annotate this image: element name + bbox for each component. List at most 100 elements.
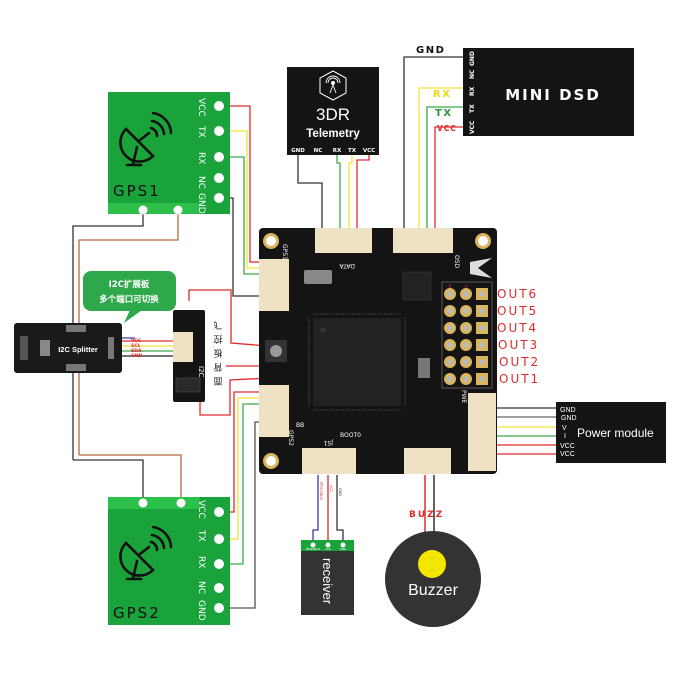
osd-wire-label-gnd: GND: [416, 45, 445, 56]
wire-gps1-rx: [220, 156, 268, 275]
telemetry-pin-vcc: VCC: [363, 148, 375, 154]
wires: [72, 56, 556, 609]
wire-gps2-rx: [220, 403, 268, 565]
buzzer-title: Buzzer: [408, 582, 458, 599]
output-pad-hole: [479, 291, 485, 297]
wire-osd-tx: [426, 106, 463, 232]
i2c-module-label: I2C: [197, 366, 205, 378]
gps1-body: [108, 92, 230, 214]
power-module: GND GND V I VCC VCC Power module: [556, 402, 666, 463]
gps2-pin-vcc: VCC: [196, 500, 206, 519]
side-char-1: 飞: [213, 319, 222, 330]
out2-label: OUT2: [499, 355, 540, 369]
wire-gps2-i2c-black: [73, 459, 144, 502]
osd-pin-rx: RX: [469, 86, 476, 96]
output-pad-hole: [463, 291, 469, 297]
receiver-pin-vcc: VCC: [325, 547, 331, 551]
i2c-module-chip: [175, 377, 201, 393]
out1-label: OUT1: [499, 372, 540, 386]
wire-osd-vcc: [434, 126, 463, 232]
i2c-splitter-label: I2C Splitter: [58, 345, 98, 354]
telemetry-module: 3DR Telemetry GND NC RX TX VCC: [287, 67, 379, 155]
receiver-pin-gnd: GND: [340, 547, 346, 551]
receiver-title: receiver: [320, 558, 335, 605]
gps1-module: GPS1 VCC TX RX NC GND: [108, 92, 230, 215]
gps1-pin-vcc: VCC: [196, 98, 206, 117]
i2c-callout-line1: I2C扩展板: [109, 279, 150, 290]
gps1-port-connector[interactable]: [259, 259, 289, 311]
gps1-pin-tx: TX: [196, 125, 206, 138]
gps2-port-connector[interactable]: [259, 385, 289, 437]
osd-wire-label-vcc: VCC: [437, 124, 457, 133]
power-pin-vcc-1: VCC: [560, 443, 575, 450]
output-pad-hole: [447, 325, 453, 331]
i2c-splitter-pin-labels: VCC SCL SDA GND: [131, 338, 142, 359]
output-pad-hole: [447, 308, 453, 314]
power-pin-v: V: [562, 425, 567, 432]
pwe-port-connector[interactable]: [468, 393, 496, 471]
power-module-pins: GND GND V I VCC VCC: [560, 407, 577, 458]
mcu-chip: [313, 318, 401, 406]
receiver-wire-label-gnd: GND: [338, 488, 342, 496]
mcu-pins: [308, 313, 406, 411]
output-pad-hole: [479, 342, 485, 348]
i2c-pin-scl: SCL: [131, 343, 141, 349]
output-pad-hole: [447, 291, 453, 297]
i2c-splitter-port-right: [108, 337, 114, 359]
output-pad-hole: [447, 376, 453, 382]
wire-receiver-gnd: [336, 475, 344, 545]
i2c-splitter-port-left-conn: [40, 340, 50, 356]
receiver-port-connector[interactable]: [302, 448, 356, 474]
receiver-body: [301, 540, 354, 615]
telemetry-title: 3DR: [316, 105, 350, 124]
power-pin-gnd-2: GND: [561, 415, 577, 422]
out3-label: OUT3: [498, 338, 539, 352]
wire-telemetry-vcc: [356, 152, 370, 232]
out5-label: OUT5: [497, 304, 538, 318]
power-pin-i: I: [564, 433, 566, 440]
silk-js1: JS1: [323, 439, 334, 446]
silk-gps2: GPS2: [287, 430, 294, 446]
power-pin-gnd-1: GND: [560, 407, 576, 414]
gps2-pin-rx: RX: [196, 556, 206, 568]
i2c-module-connector: [173, 332, 193, 362]
receiver-module: PPM/SBUS VCC GND receiver PPM/SBUS VCC G…: [301, 482, 354, 615]
output-pad-hole: [447, 359, 453, 365]
satellite-dish-icon: [119, 525, 173, 581]
i2c-splitter-port-bottom: [66, 364, 86, 371]
output-labels: OUT6 OUT5 OUT4 OUT3 OUT2 OUT1: [497, 287, 540, 386]
wire-i2c-module-red-1: [188, 289, 269, 347]
receiver-wire-label-vcc: VCC: [329, 485, 333, 493]
output-pad-hole: [463, 376, 469, 382]
board-silkscreen: GPS1 DATA OSD GPS2 JS1 BOOT0 PWE BB: [281, 244, 467, 446]
osd-title: MINI DSD: [505, 86, 601, 104]
receiver-wire-label-ppm: PPM/SBUS: [319, 482, 323, 501]
wire-telemetry-gnd: [297, 152, 323, 232]
side-char-3: 板: [213, 347, 222, 359]
side-char-2: 控: [213, 333, 222, 345]
osd-pin-vcc: VCC: [469, 120, 476, 134]
side-char-5: 面: [213, 375, 222, 386]
gps2-module: GPS2 VCC TX RX NC GND: [108, 497, 230, 625]
data-port-connector[interactable]: [315, 228, 372, 253]
gps2-pads: [138, 498, 224, 613]
out6-label: OUT6: [497, 287, 538, 301]
output-pad-hole: [463, 325, 469, 331]
receiver-pin-labels: PPM/SBUS VCC GND: [306, 547, 346, 551]
buzzer-port-connector[interactable]: [404, 448, 451, 474]
imu-chip: [402, 271, 432, 301]
i2c-callout-line2: 多个端口可切换: [99, 294, 159, 305]
telemetry-pin-gnd: GND: [291, 148, 305, 154]
output-header: [441, 281, 493, 389]
osd-pin-labels: VCC TX RX NC GND: [469, 51, 476, 134]
osd-pin-nc: NC: [469, 69, 476, 79]
osd-wire-label-rx: RX: [433, 89, 451, 100]
buzzer-indicator: [418, 550, 446, 578]
out4-label: OUT4: [497, 321, 538, 335]
polarity-plus: +: [464, 284, 468, 290]
osd-wire-label-tx: TX: [435, 108, 453, 119]
osd-module: MINI DSD VCC TX RX NC GND GND RX TX VCC: [416, 45, 634, 136]
output-pad-hole: [479, 376, 485, 382]
osd-port-connector[interactable]: [393, 228, 453, 253]
i2c-callout: I2C扩展板 多个端口可切换: [83, 271, 176, 323]
